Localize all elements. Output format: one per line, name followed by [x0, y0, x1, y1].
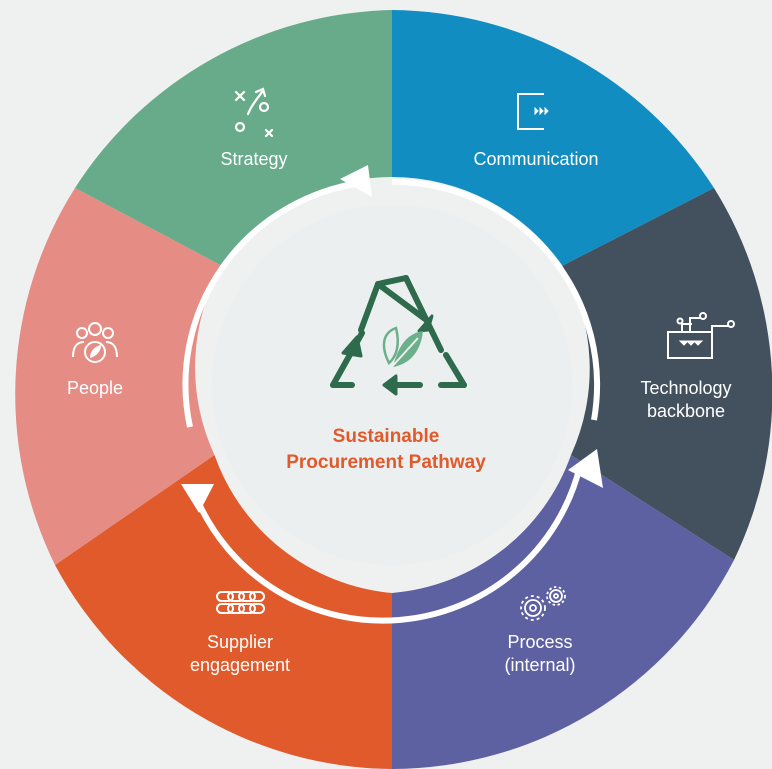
- segment-communication: [392, 10, 714, 266]
- flow-arrowheads: [181, 165, 603, 513]
- label-people: People: [66, 378, 124, 398]
- flow-arrow-left: [181, 484, 214, 513]
- center-title: Sustainable Procurement Pathway: [286, 426, 486, 473]
- message-screen-icon: [517, 93, 549, 130]
- segment-strategy: [75, 10, 392, 266]
- label-strategy: Strategy: [220, 149, 288, 169]
- flow-ring: [182, 178, 601, 624]
- label-technology: Technology backbone: [640, 378, 732, 421]
- chain-link-icon: [216, 591, 265, 614]
- label-communication: Communication: [473, 149, 599, 169]
- recycle-leaf-icon: [330, 275, 467, 396]
- leaf-icon: [382, 326, 423, 371]
- flow-arrow-right: [568, 449, 603, 488]
- label-supplier: Supplier engagement: [189, 632, 291, 675]
- segment-people: [15, 188, 222, 565]
- circuit-board-icon: [667, 312, 735, 359]
- gears-icon: [520, 586, 566, 621]
- flow-arrow-top: [340, 165, 372, 197]
- segment-process: [392, 455, 734, 769]
- segment-technology: [562, 188, 772, 560]
- people-leaf-icon: [72, 322, 118, 363]
- strategy-play-icon: [234, 87, 274, 138]
- label-process: Process (internal): [504, 632, 576, 675]
